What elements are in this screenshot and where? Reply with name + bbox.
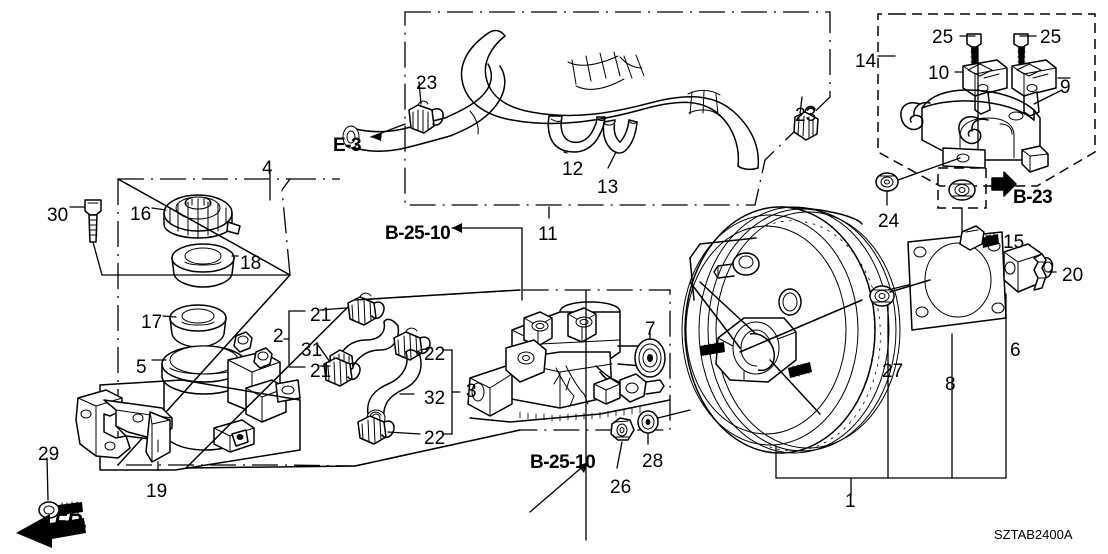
group-1-brake-booster — [681, 206, 1057, 497]
reference-label-b-25-10-up[interactable]: B-25-10 — [385, 223, 451, 244]
group-2-3-hoses-clamps — [185, 223, 523, 469]
callout-6[interactable]: 6 — [1010, 340, 1021, 361]
reference-label-e-3[interactable]: E-3 — [333, 135, 362, 156]
callout-30[interactable]: 30 — [47, 205, 69, 226]
callout-24[interactable]: 24 — [878, 211, 900, 232]
group-19-bracket — [38, 379, 301, 519]
callout-15[interactable]: 15 — [1003, 232, 1025, 253]
callout-22-top[interactable]: 22 — [424, 344, 446, 365]
part-29-bolt — [38, 501, 83, 519]
callout-5[interactable]: 5 — [136, 357, 147, 378]
clamp-21-top — [347, 292, 385, 326]
callout-27[interactable]: 27 — [882, 361, 904, 382]
callout-31[interactable]: 31 — [301, 340, 323, 361]
part-30-bolt — [84, 199, 102, 243]
callout-22-bottom[interactable]: 22 — [424, 428, 446, 449]
group-11-vacuum-hose-box — [342, 11, 831, 219]
callout-9[interactable]: 9 — [1060, 77, 1071, 98]
reference-label-b-23[interactable]: B-23 — [1013, 187, 1053, 208]
callout-21-bottom[interactable]: 21 — [310, 361, 332, 382]
callout-4[interactable]: 4 — [262, 158, 273, 179]
part-17-grommet — [169, 304, 227, 348]
callout-2[interactable]: 2 — [273, 326, 284, 347]
clamp-21-bottom — [323, 357, 361, 387]
part-18-grommet — [171, 243, 235, 288]
callout-25-left[interactable]: 25 — [932, 27, 954, 48]
part-5-reservoir-body — [161, 331, 301, 453]
callout-14[interactable]: 14 — [855, 51, 877, 72]
group-4-reservoir — [69, 169, 356, 467]
part-15-fitting — [959, 225, 999, 251]
part-7-grommet — [634, 338, 666, 378]
callout-23-left[interactable]: 23 — [416, 73, 438, 94]
callout-23-right[interactable]: 23 — [795, 105, 817, 126]
part-10-sensor — [962, 59, 1008, 115]
group-3-master-cylinder — [354, 289, 691, 541]
callout-11[interactable]: 11 — [538, 224, 558, 245]
reference-label-b-25-10-lo[interactable]: B-25-10 — [530, 452, 596, 473]
callout-10[interactable]: 10 — [928, 63, 950, 84]
callout-18[interactable]: 18 — [240, 253, 262, 274]
part-8-gasket-plate — [889, 231, 1007, 331]
part-27-washer — [869, 285, 895, 307]
callout-12[interactable]: 12 — [562, 159, 584, 180]
callout-20[interactable]: 20 — [1062, 265, 1084, 286]
callout-3[interactable]: 3 — [466, 381, 477, 402]
bracket-main-body — [900, 89, 1049, 173]
callout-7[interactable]: 7 — [645, 319, 656, 340]
callout-13[interactable]: 13 — [597, 177, 619, 198]
part-19-bracket-body — [75, 389, 173, 463]
callout-32[interactable]: 32 — [424, 388, 446, 409]
part-20-clip — [1033, 253, 1047, 291]
callout-16[interactable]: 16 — [130, 204, 152, 225]
callout-26[interactable]: 26 — [610, 477, 632, 498]
group-14-bracket-assembly — [875, 13, 1096, 246]
callout-17[interactable]: 17 — [141, 312, 163, 333]
front-direction-arrow — [16, 514, 86, 548]
part-26-nut — [610, 417, 635, 441]
clip-23-right — [793, 105, 819, 141]
part-24-washer — [875, 172, 899, 192]
callout-1[interactable]: 1 — [845, 491, 856, 512]
b23-callout-box — [937, 167, 987, 209]
callout-28[interactable]: 28 — [642, 451, 664, 472]
clip-23-left — [408, 100, 444, 134]
part-9-sensor — [1011, 59, 1057, 117]
callout-25-right[interactable]: 25 — [1040, 27, 1062, 48]
callout-8[interactable]: 8 — [945, 374, 956, 395]
diagram-code: SZTAB2400A — [994, 527, 1073, 542]
callout-19[interactable]: 19 — [146, 481, 168, 502]
front-direction-label: FR. — [54, 510, 88, 533]
part-28-washer — [637, 410, 659, 434]
booster-body — [681, 206, 901, 454]
callout-29[interactable]: 29 — [38, 444, 60, 465]
callout-21-top[interactable]: 21 — [310, 305, 332, 326]
part-16-reservoir-cap — [163, 194, 241, 239]
